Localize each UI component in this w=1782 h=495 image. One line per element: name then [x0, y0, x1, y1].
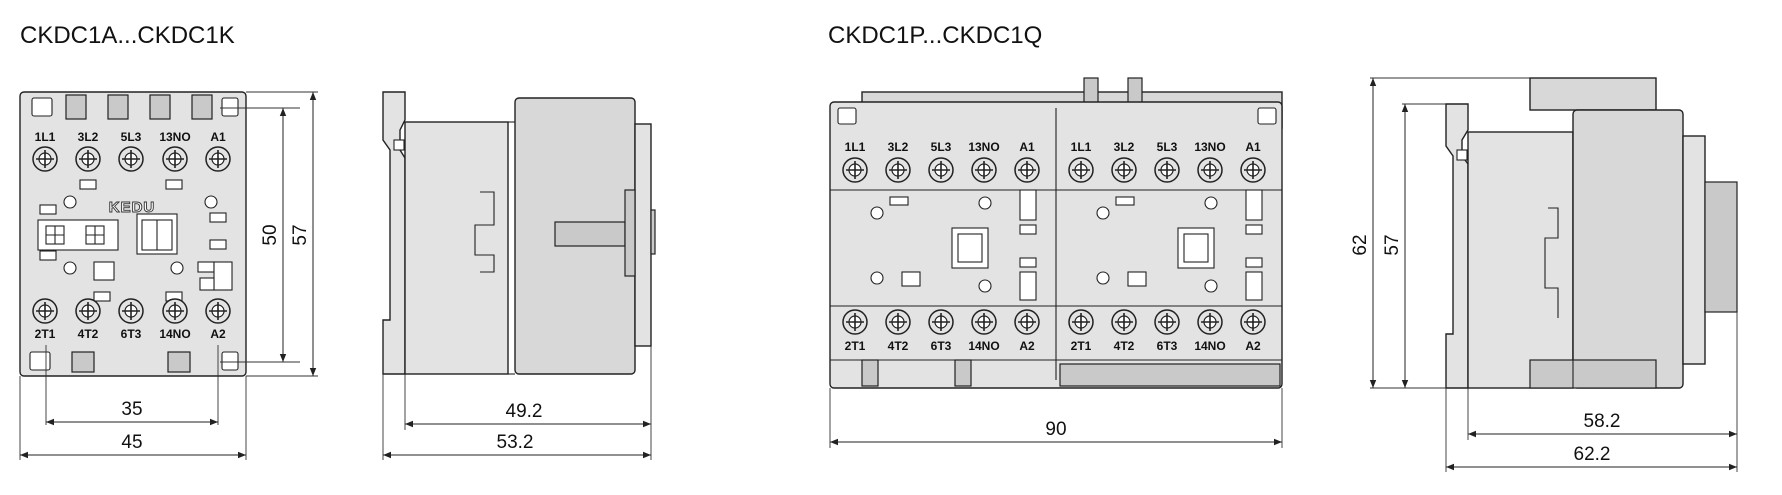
dim-side-depth: 53.2	[497, 432, 534, 453]
front-terminal-4t2: 4T2	[78, 327, 99, 341]
rev-terminal-5l3-b: 5L3	[1157, 140, 1178, 154]
rev-terminal-3l2-b: 3L2	[1114, 140, 1135, 154]
rev-terminal-14no-b: 14NO	[1194, 339, 1225, 353]
dim-front-width: 45	[121, 432, 142, 453]
rev-top-labels: 1L1 3L2 5L3 13NO A1 1L1 3L2 5L3 13NO A1	[845, 140, 1261, 154]
rev-terminal-a2: A2	[1019, 339, 1035, 353]
rev-screw-icon	[1154, 157, 1180, 183]
rev-screw-icon	[1068, 157, 1094, 183]
dim-rev-inner-depth: 58.2	[1584, 411, 1621, 432]
dim-side-inner-depth: 49.2	[506, 401, 543, 422]
title-left: CKDC1A...CKDC1K	[20, 22, 235, 49]
rev-terminal-a1: A1	[1019, 140, 1035, 154]
rev-screw-icon	[885, 157, 911, 183]
rev-screw-icon	[971, 309, 997, 335]
dim-front-inner-width: 35	[121, 399, 142, 420]
rev-screw-icon	[1197, 309, 1223, 335]
rev-screw-icon	[842, 309, 868, 335]
rev-terminal-14no: 14NO	[968, 339, 999, 353]
rev-screw-icon	[1111, 157, 1137, 183]
rev-screw-icon	[1068, 309, 1094, 335]
bottom-slots	[29, 351, 239, 373]
rev-front-dimensions: 90	[829, 388, 1283, 448]
rev-screw-icon	[1014, 309, 1040, 335]
front-view: 1L1 3L2 5L3 13NO A1 KEDU	[19, 91, 247, 377]
front-screw-icon	[162, 146, 188, 172]
rev-screw-icon	[928, 309, 954, 335]
dim-rev-depth: 62.2	[1574, 444, 1611, 465]
rev-terminal-4t2-b: 4T2	[1114, 339, 1135, 353]
rev-terminal-4t2: 4T2	[888, 339, 909, 353]
rev-screw-icon	[971, 157, 997, 183]
front-terminal-14no: 14NO	[159, 327, 190, 341]
dim-rev-width: 90	[1045, 419, 1066, 440]
rev-screw-icon	[1111, 309, 1137, 335]
top-slots	[31, 94, 239, 120]
front-terminal-6t3: 6T3	[121, 327, 142, 341]
dim-rev-inner-height: 57	[1382, 234, 1403, 255]
front-screw-icon	[162, 298, 188, 324]
rev-terminal-6t3-b: 6T3	[1157, 339, 1178, 353]
front-screw-icon	[32, 146, 58, 172]
dim-front-inner-height: 50	[260, 224, 281, 245]
front-terminal-a1: A1	[210, 130, 226, 144]
front-terminal-13no: 13NO	[159, 130, 190, 144]
front-terminal-3l2: 3L2	[78, 130, 99, 144]
front-screw-icon	[118, 298, 144, 324]
rev-terminal-5l3: 5L3	[931, 140, 952, 154]
front-terminal-1l1: 1L1	[35, 130, 56, 144]
side-view	[382, 91, 656, 375]
rev-terminal-2t1: 2T1	[845, 339, 866, 353]
dim-rev-height: 62	[1350, 234, 1371, 255]
rev-terminal-a1-b: A1	[1245, 140, 1261, 154]
rev-screw-icon	[928, 157, 954, 183]
rev-terminal-a2-b: A2	[1245, 339, 1261, 353]
rev-screw-icon	[842, 157, 868, 183]
rev-screw-icon	[1240, 309, 1266, 335]
front-screw-icon	[118, 146, 144, 172]
rev-screw-icon	[1154, 309, 1180, 335]
reversing-side-view	[1445, 77, 1738, 389]
front-terminal-5l3: 5L3	[121, 130, 142, 144]
rev-terminal-13no-b: 13NO	[1194, 140, 1225, 154]
rev-terminal-6t3: 6T3	[931, 339, 952, 353]
front-screw-icon	[205, 146, 231, 172]
rev-screw-icon	[885, 309, 911, 335]
front-dimensions: 35 45 50 57	[19, 91, 318, 460]
front-screw-icon	[75, 146, 101, 172]
dim-front-height: 57	[290, 224, 311, 245]
front-terminal-2t1: 2T1	[35, 327, 56, 341]
front-terminal-a2: A2	[210, 327, 226, 341]
reversing-front-view: 1L1 3L2 5L3 13NO A1 1L1 3L2 5L3 13NO A1	[829, 77, 1283, 389]
rev-screw-icon	[1240, 157, 1266, 183]
brand-logo: KEDU	[109, 199, 156, 216]
rev-screw-icon	[1197, 157, 1223, 183]
rev-side-dimensions: 62 57 58.2 62.2	[1350, 77, 1738, 472]
rev-terminal-3l2: 3L2	[888, 140, 909, 154]
rev-terminal-1l1: 1L1	[845, 140, 866, 154]
rev-bottom-labels: 2T1 4T2 6T3 14NO A2 2T1 4T2 6T3 14NO A2	[845, 339, 1261, 353]
front-screw-icon	[32, 298, 58, 324]
front-screw-icon	[205, 298, 231, 324]
rev-terminal-13no: 13NO	[968, 140, 999, 154]
side-dimensions: 49.2 53.2	[382, 346, 652, 460]
rev-screw-icon	[1014, 157, 1040, 183]
title-right: CKDC1P...CKDC1Q	[828, 22, 1042, 49]
front-screw-icon	[75, 298, 101, 324]
rev-terminal-1l1-b: 1L1	[1071, 140, 1092, 154]
rev-terminal-2t1-b: 2T1	[1071, 339, 1092, 353]
